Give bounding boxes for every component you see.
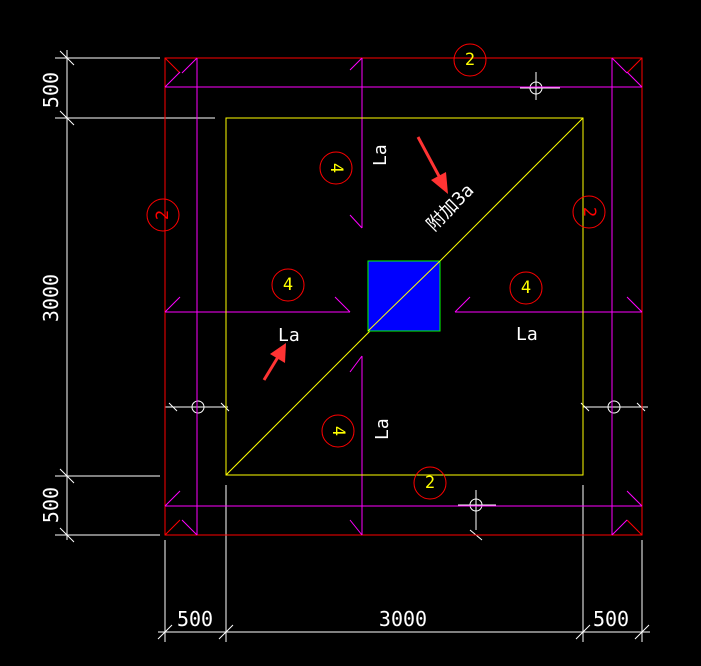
callout-upper-inner: 4	[319, 151, 353, 185]
la-label-upper: La	[370, 144, 391, 166]
diagonal-note: 附加3a	[423, 180, 479, 236]
annotation-arrow-upper	[416, 136, 448, 194]
callout-lower-inner: 4	[321, 414, 355, 448]
svg-text:4: 4	[326, 163, 346, 173]
section-marker-bottom	[469, 498, 483, 512]
la-label-lower: La	[372, 418, 393, 440]
dim-bottom-3000: 3000	[379, 607, 427, 631]
la-label-left: La	[278, 325, 300, 346]
section-marker-right	[607, 400, 621, 414]
dim-top-left-500: 500	[39, 72, 63, 108]
column-diagonal	[367, 260, 441, 332]
svg-text:2: 2	[425, 473, 435, 493]
svg-text:2: 2	[579, 207, 599, 217]
annotation-arrow-lower	[262, 343, 286, 381]
callout-right: 2	[572, 195, 606, 229]
svg-text:4: 4	[328, 426, 348, 436]
svg-text:4: 4	[521, 278, 531, 298]
corner-hooks	[164, 57, 643, 536]
dim-left-3000: 3000	[39, 274, 63, 322]
dimension-lines	[55, 50, 650, 642]
callout-right-inner: 4	[509, 271, 543, 305]
svg-text:2: 2	[465, 50, 475, 70]
dim-bottom-500-right: 500	[593, 607, 629, 631]
callout-left: 2	[146, 198, 180, 232]
callout-top: 2	[453, 43, 487, 77]
section-marker-left	[191, 400, 205, 414]
svg-text:4: 4	[283, 275, 293, 295]
foundation-outline	[164, 57, 643, 536]
slab-region	[225, 117, 584, 476]
la-label-right: La	[516, 324, 538, 345]
section-marker-top-right	[529, 81, 543, 95]
dim-bottom-left-500: 500	[39, 487, 63, 523]
callout-bottom: 2	[413, 466, 447, 500]
svg-text:2: 2	[153, 210, 173, 220]
callout-left-inner: 4	[271, 268, 305, 302]
dim-bottom-500-left: 500	[177, 607, 213, 631]
rebar-lines	[164, 57, 643, 536]
